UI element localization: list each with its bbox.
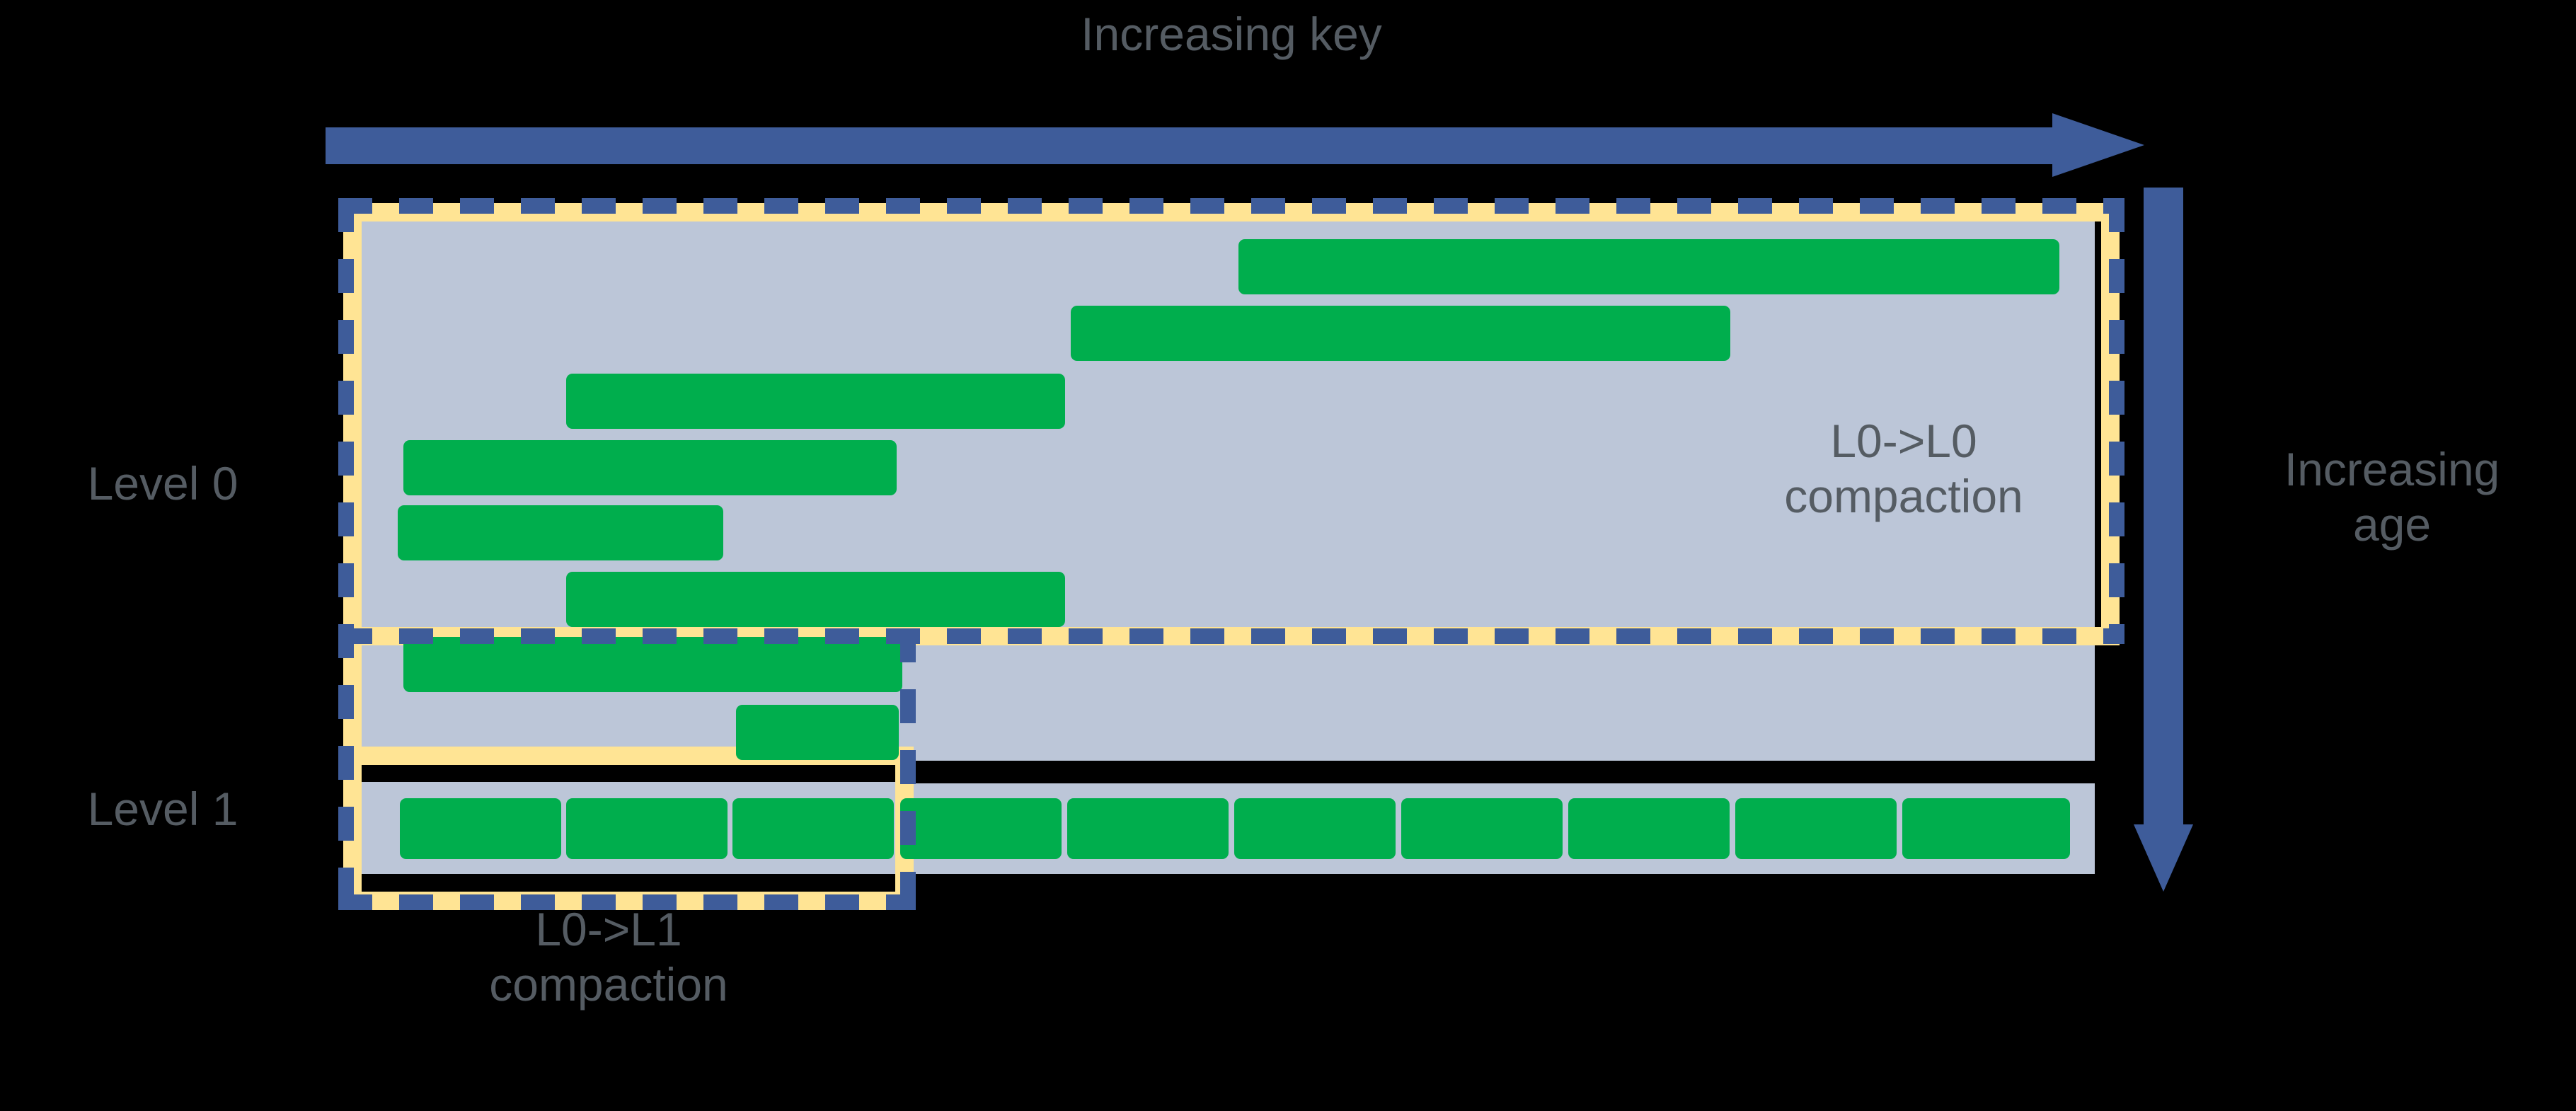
level-0-sstable-4 — [398, 505, 723, 560]
arrow-down-icon — [2134, 188, 2219, 892]
arrow-down-head — [2134, 824, 2193, 892]
level-1-sstable-0 — [400, 798, 561, 859]
level-1-sstable-9 — [1902, 798, 2070, 859]
level-separator — [912, 761, 2100, 783]
level-1-sstable-1 — [566, 798, 728, 859]
level-1-sstable-6 — [1401, 798, 1563, 859]
level-0-sstable-3 — [403, 440, 897, 495]
l0-to-l0-compaction-label: L0->L0 compaction — [1784, 415, 2023, 522]
level-0-sstable-1 — [1071, 306, 1730, 361]
level-0-sstable-7 — [736, 705, 899, 760]
level-0-sstable-5 — [566, 572, 1065, 627]
outer-dashed-border-left — [338, 198, 354, 910]
level-0-sstable-6 — [403, 637, 902, 692]
increasing-age-label: Increasing age — [2284, 443, 2500, 551]
level-1-sstable-7 — [1568, 798, 1730, 859]
level-1-sstable-4 — [1067, 798, 1229, 859]
arrow-down-shaft — [2144, 188, 2183, 831]
l0-l1-dashed-border-right — [900, 628, 916, 910]
level-1-sstable-8 — [1735, 798, 1897, 859]
level-1-sstable-3 — [900, 798, 1062, 859]
level-0-sstable-0 — [1238, 239, 2059, 294]
l0-to-l1-compaction-label: L0->L1 compaction — [489, 903, 728, 1011]
outer-dashed-border-bottom — [338, 894, 916, 910]
level-1-sstable-5 — [1234, 798, 1396, 859]
arrow-right-head — [2052, 113, 2144, 177]
level-1-sstable-2 — [732, 798, 894, 859]
level-1-label: Level 1 — [87, 783, 238, 835]
l0-l0-dashed-border-bottom — [338, 628, 2124, 644]
l0-l0-dashed-border-right — [2109, 198, 2124, 644]
increasing-key-label: Increasing key — [1081, 8, 1382, 60]
arrow-right-icon — [326, 113, 2144, 177]
level-0-label: Level 0 — [87, 457, 238, 510]
level-0-sstable-2 — [566, 374, 1065, 429]
arrow-right-shaft — [326, 127, 2059, 164]
outer-dashed-border-top — [338, 198, 2124, 214]
